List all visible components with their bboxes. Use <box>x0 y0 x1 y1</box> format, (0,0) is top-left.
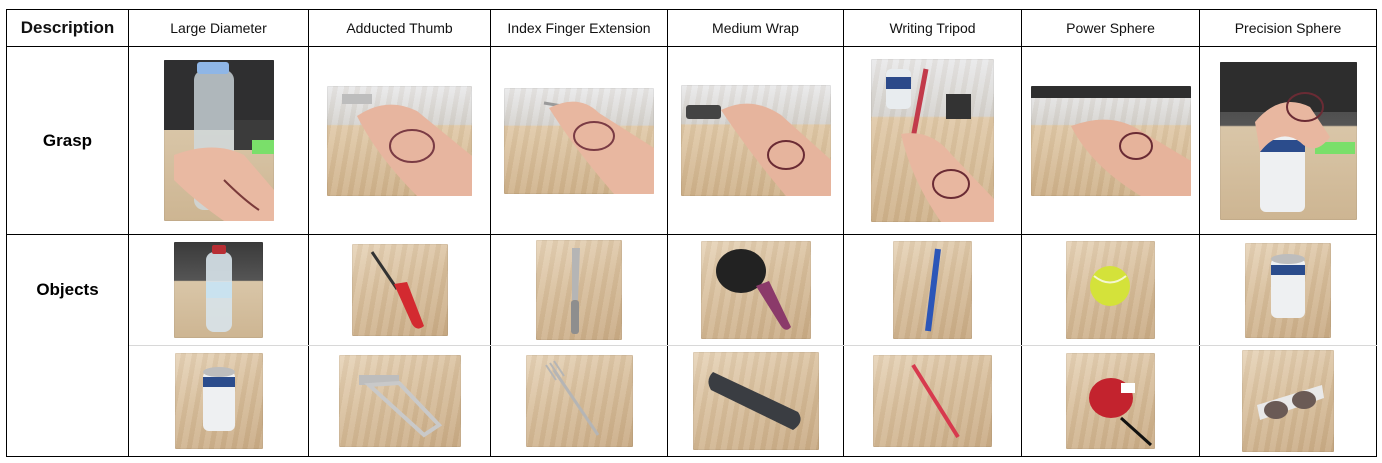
grasp-cell-large-diameter <box>128 46 309 235</box>
object-cell-knife <box>490 234 668 346</box>
hand-holding-peeler-image <box>327 85 472 196</box>
knife-image <box>536 240 622 340</box>
hand-holding-tennis-ball-image <box>1030 85 1191 196</box>
column-header-large-diameter: Large Diameter <box>128 9 309 47</box>
objects-row-1: Objects <box>6 234 1377 346</box>
hand-holding-can-image <box>1219 61 1357 220</box>
hairbrush-image <box>700 241 811 339</box>
can-image <box>174 353 263 449</box>
object-cell-remote-control <box>667 345 844 457</box>
object-cell-can-1 <box>1199 234 1377 346</box>
grasp-cell-adducted-thumb <box>308 46 491 235</box>
screwdriver-image <box>351 244 448 336</box>
grasp-cell-power-sphere <box>1021 46 1200 235</box>
table-header-row: Description Large Diameter Adducted Thum… <box>6 9 1377 47</box>
object-cell-sunglasses <box>1199 345 1377 457</box>
grasp-taxonomy-table: Description Large Diameter Adducted Thum… <box>6 9 1377 457</box>
column-header-precision-sphere: Precision Sphere <box>1199 9 1377 47</box>
description-header: Description <box>6 9 129 47</box>
object-cell-tennis-ball <box>1021 234 1200 346</box>
column-header-adducted-thumb: Adducted Thumb <box>308 9 491 47</box>
object-cell-peeler <box>308 345 491 457</box>
peeler-image <box>338 355 461 447</box>
hand-holding-pen-image <box>871 59 994 222</box>
objects-row-2 <box>6 345 1377 457</box>
objects-row-2-label <box>6 345 129 457</box>
fork-image <box>525 355 633 447</box>
remote-control-image <box>692 352 819 450</box>
tape-measure-image <box>1066 353 1155 449</box>
object-cell-screwdriver <box>308 234 491 346</box>
hand-holding-water-bottle-image <box>163 60 274 221</box>
pen-image <box>893 241 972 339</box>
object-cell-hairbrush <box>667 234 844 346</box>
grasp-cell-medium-wrap <box>667 46 844 235</box>
object-cell-fork <box>490 345 668 457</box>
column-header-index-finger-extension: Index Finger Extension <box>490 9 668 47</box>
grasp-row: Grasp <box>6 46 1377 235</box>
water-bottle-image <box>174 242 263 338</box>
hand-holding-hairbrush-image <box>680 85 831 196</box>
grasp-cell-writing-tripod <box>843 46 1022 235</box>
grasp-row-label: Grasp <box>6 46 129 235</box>
column-header-writing-tripod: Writing Tripod <box>843 9 1022 47</box>
object-cell-tape-measure <box>1021 345 1200 457</box>
object-cell-water-bottle <box>128 234 309 346</box>
column-header-power-sphere: Power Sphere <box>1021 9 1200 47</box>
tennis-ball-image <box>1066 241 1155 339</box>
grasp-cell-index-finger-extension <box>490 46 668 235</box>
object-cell-pencil <box>843 345 1022 457</box>
sunglasses-image <box>1242 350 1334 452</box>
can-image <box>1245 242 1331 338</box>
object-cell-pen <box>843 234 1022 346</box>
object-cell-can-2 <box>128 345 309 457</box>
hand-holding-knife-image <box>504 87 654 194</box>
pencil-image <box>873 355 992 447</box>
grasp-cell-precision-sphere <box>1199 46 1377 235</box>
column-header-medium-wrap: Medium Wrap <box>667 9 844 47</box>
objects-row-label: Objects <box>6 234 129 346</box>
